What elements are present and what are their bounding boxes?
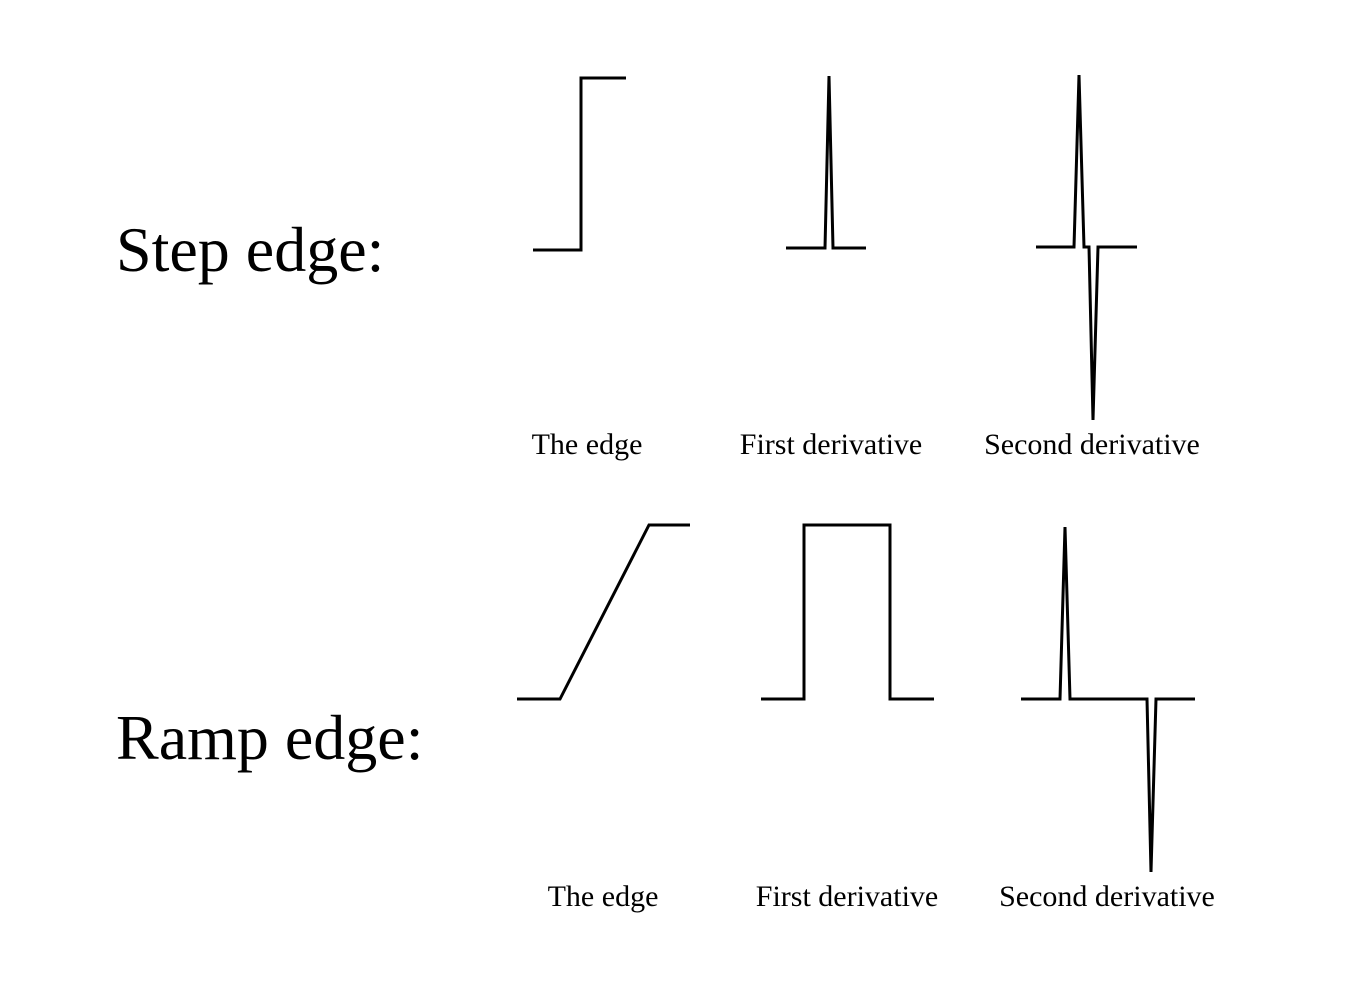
ramp-first-derivative bbox=[761, 523, 934, 701]
ramp-second-derivative-caption: Second derivative bbox=[999, 880, 1215, 913]
ramp-edge-caption: The edge bbox=[547, 880, 659, 913]
step-second-derivative-caption: Second derivative bbox=[984, 428, 1200, 461]
ramp-edge-label: Ramp edge: bbox=[116, 702, 424, 773]
step-edge-profile bbox=[533, 76, 626, 252]
step-second-derivative bbox=[1036, 74, 1137, 421]
step-first-derivative bbox=[786, 75, 866, 250]
step-edge-label: Step edge: bbox=[116, 214, 385, 285]
step-edge-caption: The edge bbox=[531, 428, 643, 461]
ramp-second-derivative bbox=[1021, 526, 1195, 873]
ramp-first-derivative-caption: First derivative bbox=[755, 880, 939, 913]
ramp-edge-profile bbox=[517, 523, 690, 701]
step-first-derivative-caption: First derivative bbox=[739, 428, 923, 461]
